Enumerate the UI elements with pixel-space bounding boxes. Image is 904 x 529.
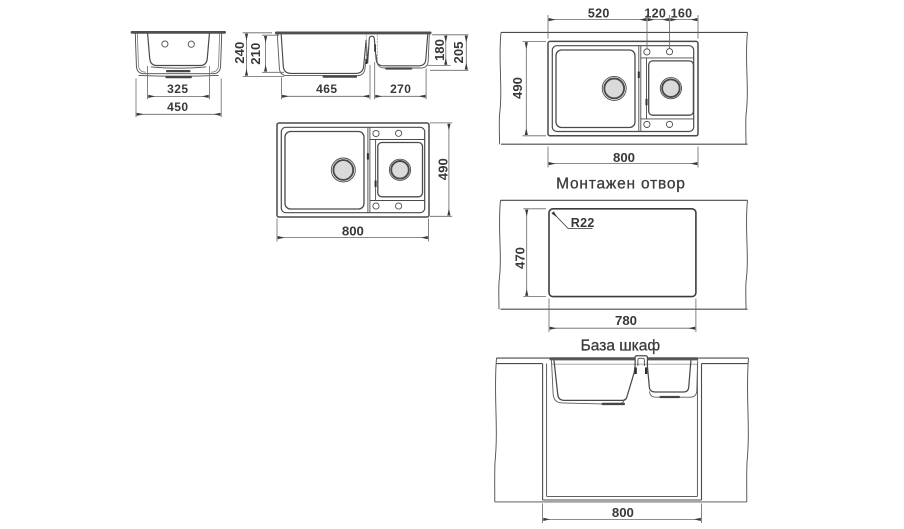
- svg-text:520: 520: [588, 6, 610, 20]
- svg-text:780: 780: [615, 313, 637, 328]
- svg-text:210: 210: [248, 43, 263, 65]
- svg-text:800: 800: [613, 150, 635, 165]
- svg-text:R22: R22: [571, 216, 595, 230]
- svg-text:800: 800: [342, 224, 364, 239]
- svg-text:490: 490: [510, 77, 525, 99]
- svg-text:800: 800: [612, 505, 634, 520]
- svg-text:490: 490: [436, 158, 451, 180]
- svg-text:База шкаф: База шкаф: [581, 337, 661, 354]
- svg-text:465: 465: [316, 82, 337, 96]
- svg-text:270: 270: [390, 82, 411, 96]
- svg-text:240: 240: [232, 42, 247, 64]
- svg-text:205: 205: [451, 41, 466, 63]
- svg-text:180: 180: [432, 39, 447, 61]
- svg-text:325: 325: [167, 82, 188, 96]
- svg-text:470: 470: [512, 247, 527, 269]
- svg-text:Монтажен отвор: Монтажен отвор: [556, 175, 686, 192]
- svg-text:160: 160: [671, 6, 693, 20]
- svg-text:120: 120: [644, 6, 666, 20]
- svg-text:450: 450: [167, 100, 188, 114]
